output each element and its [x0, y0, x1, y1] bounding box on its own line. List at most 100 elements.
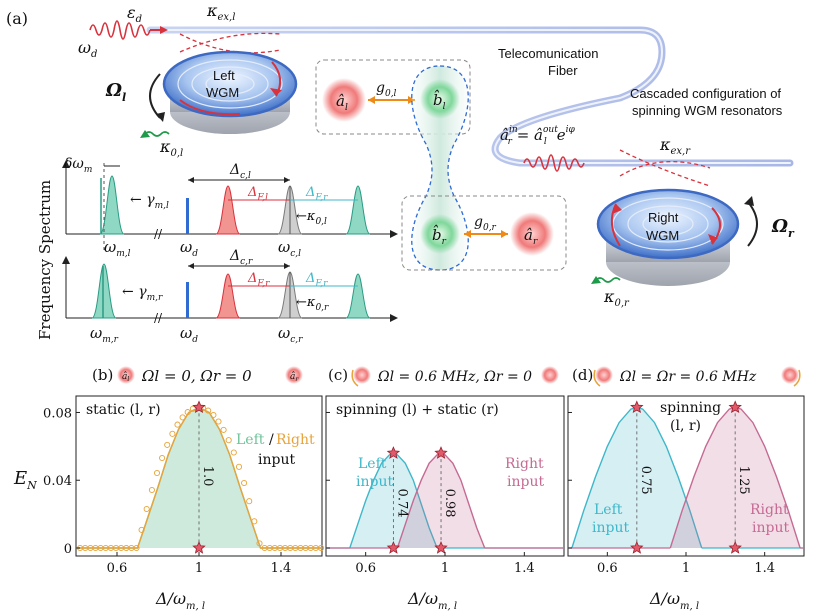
panel-c-peak-star-marker [434, 446, 448, 459]
g-0l: g0,l [376, 80, 397, 99]
panel-c-xtick-label: 1 [441, 561, 449, 576]
svg-text:←κ0,r: ←κ0,r [296, 295, 329, 313]
panel-d-series-1-area [670, 407, 801, 548]
x-axis-label-c: Δ/ωm, l [407, 589, 457, 611]
cascaded-label-2: spinning WGM resonators [632, 103, 783, 118]
panel-b-right-marker-point [241, 479, 248, 487]
fiber-label-1: Telecomunication [498, 46, 598, 61]
kappa-ex-r: κex,r [659, 135, 691, 157]
panel-b-mode-icon-left [117, 366, 135, 384]
svg-text:âr: âr [290, 371, 299, 383]
panel-b-right-marker-point [225, 437, 232, 444]
svg-text:ΔF,l: ΔF,l [247, 185, 268, 203]
panel-b-ytick-label: 0.04 [43, 474, 72, 489]
cascaded-label-1: Cascaded configuration of [630, 86, 781, 101]
panel-d-peak-star-marker [728, 400, 742, 414]
panel-b-mode-icon-right [285, 366, 303, 384]
svg-text:ωm,r: ωm,r [90, 324, 119, 345]
panel-b-right-marker-point [251, 518, 258, 525]
panel-c-right-input-2: input [507, 474, 544, 490]
panel-d-series-0-area [571, 407, 702, 548]
panel-b-xtick-label: 0.6 [107, 561, 128, 576]
panel-c-mode-icon-left [353, 366, 371, 384]
svg-text:Δc,r: Δc,r [229, 248, 253, 267]
svg-text:ωc,l: ωc,l [278, 238, 301, 259]
left-rotation-arrow-icon [149, 73, 161, 119]
loss-right-wavy-icon [595, 277, 621, 283]
panel-c-left-input-1: Left [358, 456, 387, 472]
svg-text:âl: âl [336, 92, 348, 113]
panel-b-right-marker-point [174, 421, 181, 428]
panel-d-mode-icon-left [595, 366, 613, 384]
panel-b-right-marker-point [215, 418, 222, 425]
panel-b-right-marker-point [164, 441, 171, 448]
panel-c-right-input-1: Right [505, 456, 544, 472]
svg-text:b̂r: b̂r [432, 225, 447, 247]
panel-headers: (b) âl Ωl = 0, Ωr = 0 âr (c) Ωl = 0.6 MH… [92, 366, 801, 387]
panel-b-right-marker-point [179, 414, 186, 421]
panel-b-right-marker-point [184, 409, 191, 416]
right-wgm: Right WGM [596, 188, 740, 286]
cascade-wave-packet [523, 154, 585, 172]
svg-text:ωm,l: ωm,l [104, 238, 131, 259]
input-arrow-icon [160, 26, 168, 34]
panel-c-series-0-area [349, 453, 438, 548]
panel-c-title: Ωl = 0.6 MHz, Ωr = 0 [377, 369, 532, 385]
panel-b-right-marker-point [138, 526, 145, 533]
mode-a-l [322, 78, 366, 122]
panel-a: (a) εd ωd κex,l Telecomunication Fiber C… [6, 1, 795, 345]
svg-text:δωm: δωm [64, 156, 92, 175]
drive-omega: ωd [78, 38, 97, 60]
panel-b-peak-star-marker [192, 400, 206, 414]
panel-b-ytick-label: 0 [64, 542, 72, 557]
panel-c-base-star-marker [386, 540, 401, 554]
panel-a-label: (a) [6, 9, 28, 28]
panel-d-xtick-label: 1.4 [754, 561, 775, 576]
panel-c-label: (c) [328, 366, 348, 384]
panel-d-right-input-2: input [752, 520, 789, 536]
panel-c-base-star-marker [434, 540, 448, 554]
mode-b-l [420, 79, 460, 119]
panel-b-right-marker-point [205, 407, 212, 414]
panel-c-mode-icon-right [541, 366, 559, 384]
panel-b-right-marker-point [148, 486, 155, 494]
panel-d-right-input-1: Right [750, 502, 789, 518]
panel-b-inner: static (l, r) [86, 402, 161, 418]
panel-b-xtick-label: 1.4 [271, 561, 292, 576]
panel-b-legend-left: Left [236, 432, 265, 448]
omega-r: Ωr [771, 216, 795, 240]
panel-d-inner-2: (l, r) [670, 418, 701, 434]
panel-b-right-marker-point [210, 411, 217, 419]
omega-l: Ωl [105, 80, 126, 104]
panel-b-right-marker-point [143, 505, 150, 513]
input-wave-packet [89, 20, 151, 40]
svg-text:ΔF,r: ΔF,r [305, 185, 328, 203]
panel-d-base-star-marker [728, 540, 742, 554]
svg-text://: // [154, 227, 163, 241]
mode-b-r [420, 214, 460, 254]
mode-box-top [315, 59, 471, 135]
panel-d-peak-star-marker [630, 400, 644, 414]
panel-c-series-1-area [397, 453, 485, 548]
panel-c-xtick-label: 1.4 [514, 561, 535, 576]
panel-d-xtick-label: 1 [682, 561, 690, 576]
panel-b-right-marker-point [133, 544, 140, 552]
svg-text:WGM: WGM [206, 85, 239, 100]
svg-text:WGM: WGM [646, 228, 679, 243]
panel-d-mode-icon-right [781, 366, 799, 384]
svg-text:ωc,r: ωc,r [278, 324, 303, 345]
panel-b-legend-right: Right [276, 432, 315, 448]
panel-b-right-marker-point [256, 540, 263, 547]
panel-b-legend-input: input [258, 452, 295, 468]
svg-text:Δc,l: Δc,l [229, 162, 251, 181]
spectrum-upper: δωm ← γm,l ωm,l // Δc,l ΔF,l ΔF,r ←κ0,l … [62, 156, 398, 259]
panel-b-vline-label: 1.0 [200, 466, 215, 487]
kappa-ex-l: κex,l [206, 1, 235, 23]
panel-b-right-marker-point [153, 469, 161, 477]
panel-c-xtick-label: 0.6 [355, 561, 376, 576]
panel-b-right-marker-point [220, 426, 227, 433]
svg-text:âl: âl [122, 371, 129, 383]
x-axis-label-d: Δ/ωm, l [649, 589, 699, 611]
